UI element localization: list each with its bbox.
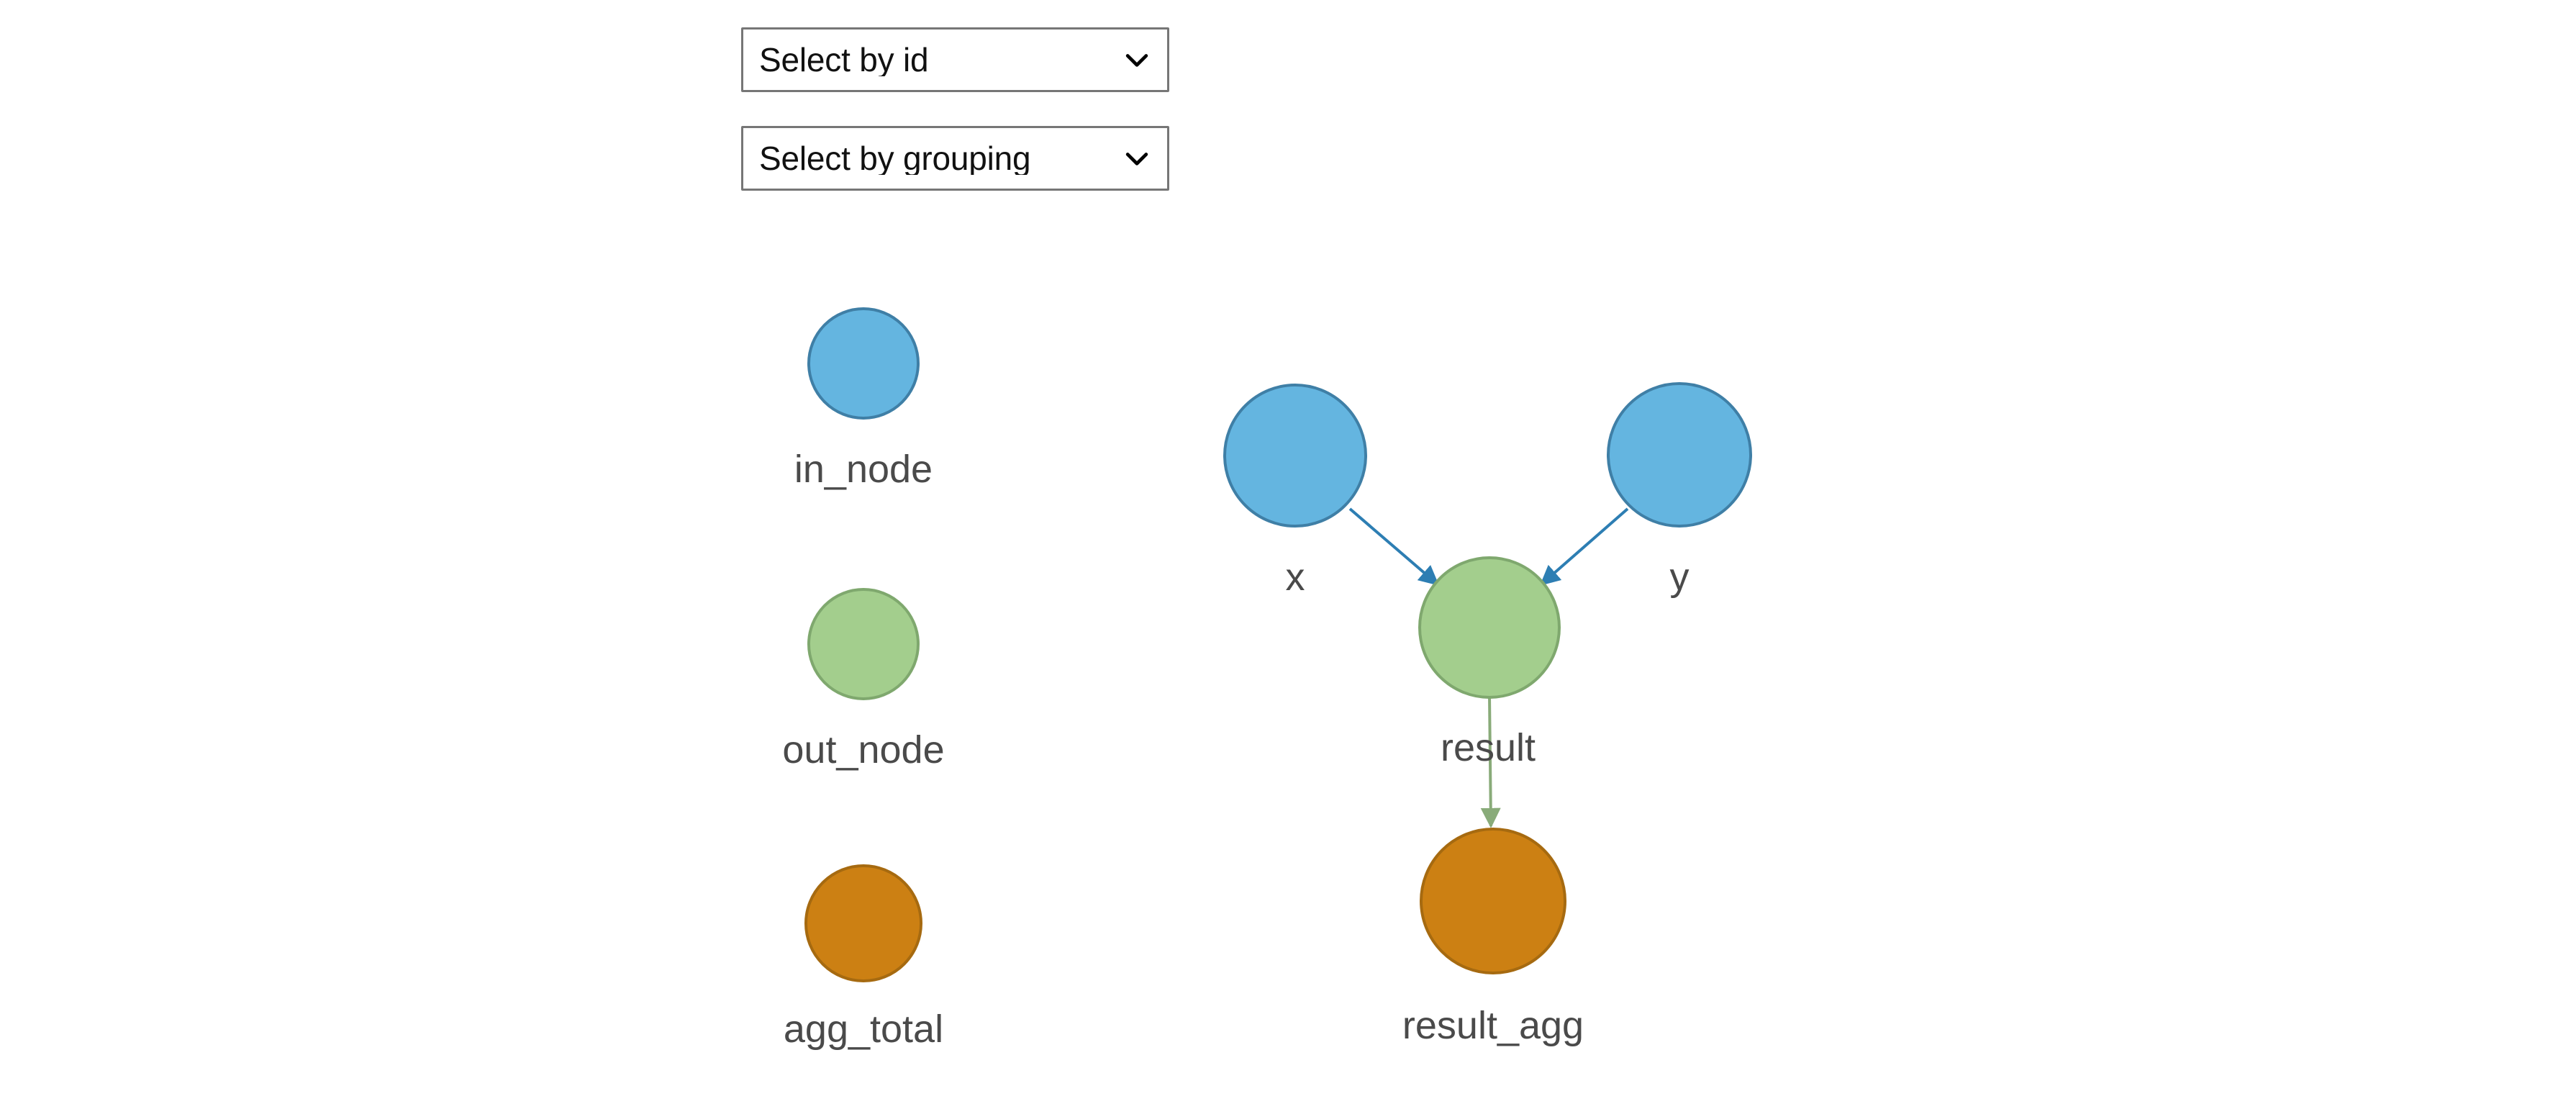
edge-x-to-result bbox=[1348, 507, 1440, 586]
select-by-grouping-wrapper[interactable]: Select by grouping bbox=[741, 126, 1169, 191]
select-by-id-wrapper[interactable]: Select by id bbox=[741, 27, 1169, 92]
legend-label-out-node: out_node bbox=[782, 728, 944, 771]
graph-node-result[interactable] bbox=[1418, 556, 1561, 699]
legend-item-in-node: in_node bbox=[794, 307, 933, 491]
legend-swatch-agg-total[interactable] bbox=[804, 864, 922, 982]
edge-y-to-result bbox=[1539, 507, 1629, 586]
chevron-down-icon[interactable] bbox=[1121, 142, 1153, 174]
select-by-id-dropdown[interactable]: Select by id bbox=[741, 27, 1169, 92]
legend-item-agg-total: agg_total bbox=[784, 864, 943, 1051]
legend-swatch-in-node[interactable] bbox=[807, 307, 920, 420]
filter-controls: Select by id Select by grouping bbox=[741, 27, 1173, 225]
graph-node-y[interactable] bbox=[1607, 382, 1752, 528]
graph-node-x[interactable] bbox=[1223, 384, 1367, 528]
chevron-down-icon[interactable] bbox=[1121, 44, 1153, 76]
graph-node-label-result-agg: result_agg bbox=[1402, 1004, 1584, 1047]
graph-labels: x y result result_agg bbox=[1286, 556, 1690, 1047]
graph-node-label-x: x bbox=[1286, 556, 1305, 599]
graph-node-result-agg[interactable] bbox=[1420, 828, 1566, 974]
legend-label-agg-total: agg_total bbox=[784, 1008, 943, 1051]
edge-label-result: result bbox=[1441, 726, 1536, 769]
graph-edges bbox=[1348, 507, 1629, 828]
graph-node-label-y: y bbox=[1670, 556, 1690, 599]
legend-item-out-node: out_node bbox=[782, 588, 945, 771]
select-by-grouping-value: Select by grouping bbox=[759, 142, 1031, 175]
legend-swatch-out-node[interactable] bbox=[807, 588, 920, 700]
legend-label-in-node: in_node bbox=[794, 448, 933, 491]
legend-group: in_node out_node agg_total bbox=[782, 307, 945, 1051]
select-by-grouping-dropdown[interactable]: Select by grouping bbox=[741, 126, 1169, 191]
graph-nodes bbox=[1223, 382, 1752, 974]
edge-result-to-result-agg bbox=[1480, 696, 1501, 828]
select-by-id-value: Select by id bbox=[759, 43, 929, 76]
